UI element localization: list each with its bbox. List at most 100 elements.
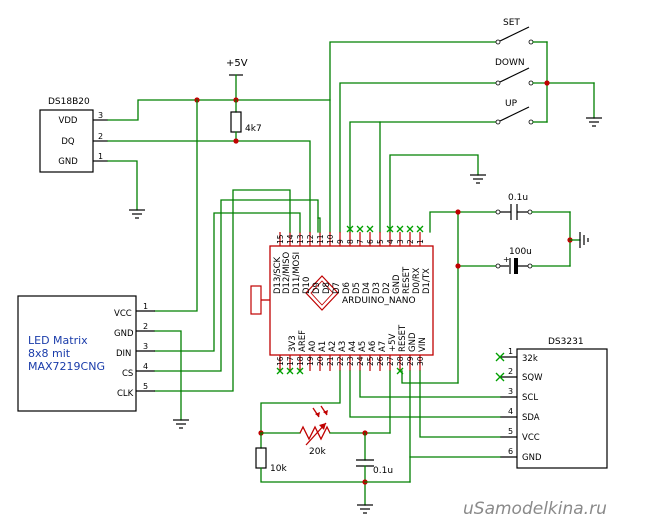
arduino-bottom-pin[interactable]: 21 [326,355,335,371]
arduino-top-pin-number: 6 [366,239,375,244]
arduino-bottom-pin[interactable]: 17 [286,355,295,375]
arduino-top-pin[interactable]: 2 [406,225,415,246]
switch-down-label: DOWN [495,58,525,68]
arduino-bottom-pin-label: GND [408,332,418,352]
wire-gnd-ds3231 [409,370,501,458]
arduino-bottom-pin-label: AREF [298,330,308,352]
arduino-bottom-pin[interactable]: 16 [276,355,285,375]
arduino-top-pin-number: 15 [276,234,285,244]
led-matrix-line1: LED Matrix [28,334,88,347]
arduino-top-pin-label: D3 [372,282,382,294]
arduino-bottom-pin-label: A7 [378,341,388,352]
arduino-bottom-pin[interactable]: 20 [316,355,325,371]
ds3231-pin-gnd: GND [522,453,542,463]
led-matrix-pin-cs: CS [122,369,133,379]
ds18b20-pin1-num: 1 [98,152,103,161]
arduino-top-pin-number: 9 [336,239,345,244]
arduino-top-pin-label: D1/TX [422,268,432,294]
led-matrix-pin-gnd: GND [114,329,134,339]
wire-ds18b20-gnd [107,160,138,211]
arduino-top-pin-label: D7 [332,282,342,294]
arduino-bottom-pin[interactable]: 23 [346,355,355,371]
arduino-bottom-pin-number: 23 [346,356,355,366]
arduino-bottom-pin[interactable]: 26 [376,355,385,371]
photoresistor-20k [299,425,331,441]
no-connect-marker [495,372,505,382]
cap2-plus: + [503,255,510,264]
arduino-bottom-pin-number: 20 [316,356,325,366]
arduino-bottom-pin[interactable]: 19 [306,355,315,371]
arduino-bottom-pin[interactable]: 30 [416,355,425,371]
arduino-top-pin-label: D9 [312,282,322,294]
arduino-bottom-pin-number: 21 [326,356,335,366]
ds18b20-pin-dq-label: DQ [61,137,75,147]
wire-ds18b20-dq [107,140,311,233]
arduino-chip-outline [305,275,339,311]
wire-a4-sda [349,370,501,418]
arduino-bottom-pin[interactable]: 25 [366,355,375,371]
arduino-bottom-pin-number: 17 [286,356,295,366]
ds3231-box[interactable] [516,348,608,469]
ds18b20-pin3-num: 3 [98,111,103,120]
arduino-bottom-pin[interactable]: 29 [406,355,415,371]
ds3231-num-4: 4 [508,407,513,416]
arduino-top-pin[interactable]: 1 [416,225,425,246]
arduino-top-pin[interactable]: 6 [366,225,375,246]
arduino-top-pin-number: 13 [296,234,305,244]
arduino-top-pin-label: D11/MOSI [292,252,302,294]
arduino-top-pin-number: 8 [346,239,355,244]
arduino-top-pin-number: 3 [396,239,405,244]
arduino-top-pin[interactable]: 3 [396,225,405,246]
arduino-top-pin[interactable]: 5 [376,232,385,246]
arduino-top-pin[interactable]: 10 [326,232,335,246]
arduino-bottom-pin[interactable]: 24 [356,355,365,371]
arduino-top-pin[interactable]: 8 [346,225,355,246]
arduino-top-pin[interactable]: 9 [336,232,345,246]
arduino-bottom-pin-label: RESET [398,324,408,352]
wire-cap1-left [429,211,497,233]
photoresistor-arrowhead [319,423,326,430]
led-matrix-line3: MAX7219CNG [28,360,105,373]
junction-dot [455,263,461,269]
arduino-top-pin[interactable]: 11 [316,232,325,246]
ds18b20-title: DS18B20 [48,97,90,107]
led-matrix-pin-vcc: VCC [114,309,132,319]
switch-contact [495,80,501,86]
arduino-bottom-pin-label: A3 [338,341,348,352]
led-matrix-box[interactable] [17,295,137,412]
arduino-top-pin[interactable]: 12 [306,232,315,246]
cap2-plate-b [514,258,518,274]
arduino-bottom-pin-number: 19 [306,356,315,366]
wire-arduino-gnd-top [389,154,479,233]
wire-switch-up [349,121,497,233]
arduino-bottom-pin[interactable]: 28 [396,355,405,375]
arduino-top-pin[interactable]: 15 [276,232,285,246]
wire-d13-clk [154,189,291,392]
switch-down-lever [499,67,530,83]
arduino-bottom-pin-number: 30 [416,356,425,366]
arduino-bottom-pin-number: 28 [396,356,405,366]
arduino-label: ARDUINO_NANO [342,296,416,306]
arduino-bottom-pin-label: A1 [318,341,328,352]
arduino-top-pin[interactable]: 13 [296,232,305,246]
arduino-top-pin[interactable]: 7 [356,225,365,246]
ds3231-num-3: 3 [508,387,513,396]
ds3231-num-1: 1 [508,347,513,356]
switch-set-label: SET [503,18,520,28]
arduino-bottom-pin[interactable]: 18 [296,355,305,375]
arduino-bottom-pin-label: A4 [348,341,358,352]
wire-vcc-matrix [154,99,198,312]
resistor-4k7-value: 4k7 [245,124,262,134]
ds3231-title: DS3231 [548,337,584,347]
arduino-bottom-pin[interactable]: 22 [336,355,345,371]
ground-symbol [579,232,589,248]
arduino-top-pin-number: 14 [286,234,295,244]
arduino-top-pin-number: 12 [306,234,315,244]
arduino-bottom-pin[interactable]: 27 [386,355,395,371]
arduino-chip-inner [310,280,334,306]
arduino-top-pin[interactable]: 14 [286,232,295,246]
resistor-4k7 [230,111,242,133]
wire-switch-down [339,82,497,233]
arduino-top-pin[interactable]: 4 [386,225,395,246]
switch-set-lever [499,26,530,42]
